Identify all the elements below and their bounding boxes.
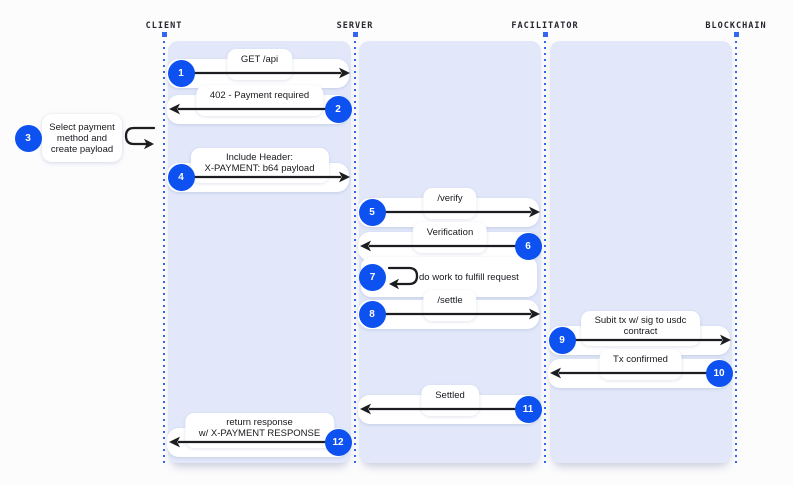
lifeline-blockchain [735,41,737,463]
message-8: /settle 8 [355,290,545,330]
self-loop-arrow-icon [387,266,419,290]
lifeline-origin-dot [352,32,358,37]
message-label: method and [56,132,108,144]
lifeline-origin-dot [161,32,167,37]
message-label: /verify [437,193,463,204]
message-label: Subit tx w/ sig to usdc [594,315,687,326]
sequence-number-badge: 9 [548,326,576,354]
message-11: Settled 11 [355,385,545,425]
message-label: 402 - Payment required [209,90,310,101]
arrow-right-icon [375,206,540,218]
arrow-left-icon [360,403,525,415]
message-label: Select payment [49,121,115,133]
actor-label-facilitator: FACILITATOR [511,21,579,31]
sequence-number-badge: 4 [167,163,195,191]
sequence-number-badge: 8 [358,300,386,328]
message-10: Tx confirmed 10 [545,349,736,389]
sequence-number-badge: 5 [358,198,386,226]
arrow-right-icon [184,171,350,183]
sequence-number-badge: 12 [324,428,352,456]
actor-label-server: SERVER [336,21,374,31]
sequence-number-badge: 10 [705,359,733,387]
message-label: Settled [435,390,465,401]
lifeline-server [354,41,356,463]
message-5: /verify 5 [355,188,545,228]
arrow-left-icon [169,436,335,448]
message-label: contract [623,326,658,337]
message-label: do work to fulfill request [419,271,519,283]
message-4: Include Header:X-PAYMENT: b64 payload 4 [164,148,355,193]
lifeline-client [163,41,165,463]
message-bubble: Verification [412,222,488,253]
activation-panel-facilitator-blockchain [550,41,732,463]
message-label: Include Header: [225,152,294,163]
arrow-left-icon [360,240,525,252]
message-label: create payload [50,143,114,155]
sequence-number-badge: 1 [167,59,195,87]
sequence-number-badge: 7 [359,263,386,291]
message-bubble: GET /api [226,49,293,80]
lifeline-origin-dot [542,32,548,37]
loop-into-lifeline-arrow-icon [124,126,156,150]
message-6: Verification 6 [355,222,545,262]
arrow-left-icon [169,103,335,115]
arrow-right-icon [184,67,350,79]
message-bubble: Tx confirmed [599,349,682,380]
message-bubble: /verify [423,188,477,219]
sequence-number-badge: 6 [514,232,542,260]
message-label: GET /api [240,54,279,65]
message-label: Verification [426,227,474,238]
lifeline-facilitator [544,41,546,463]
message-2: 402 - Payment required 2 [164,85,355,125]
message-label: X-PAYMENT: b64 payload [204,163,315,174]
message-bubble: 402 - Payment required [195,85,324,116]
message-bubble: /settle [423,290,477,321]
message-1: GET /api 1 [164,49,355,89]
sequence-number-badge: 2 [324,95,352,123]
message-bubble: Settled [421,385,479,416]
arrow-right-icon [375,308,540,320]
arrow-right-icon [565,334,731,346]
message-label: w/ X-PAYMENT RESPONSE [198,428,321,439]
sequence-number-badge: 3 [14,124,42,152]
actor-label-blockchain: BLOCKCHAIN [705,21,767,31]
sequence-number-badge: 11 [514,395,542,423]
message-label: /settle [437,295,463,306]
actor-label-client: CLIENT [145,21,183,31]
lifeline-origin-dot [733,32,739,37]
message-label: return response [226,417,293,428]
message-label: Tx confirmed [613,354,668,365]
arrow-left-icon [550,367,716,379]
